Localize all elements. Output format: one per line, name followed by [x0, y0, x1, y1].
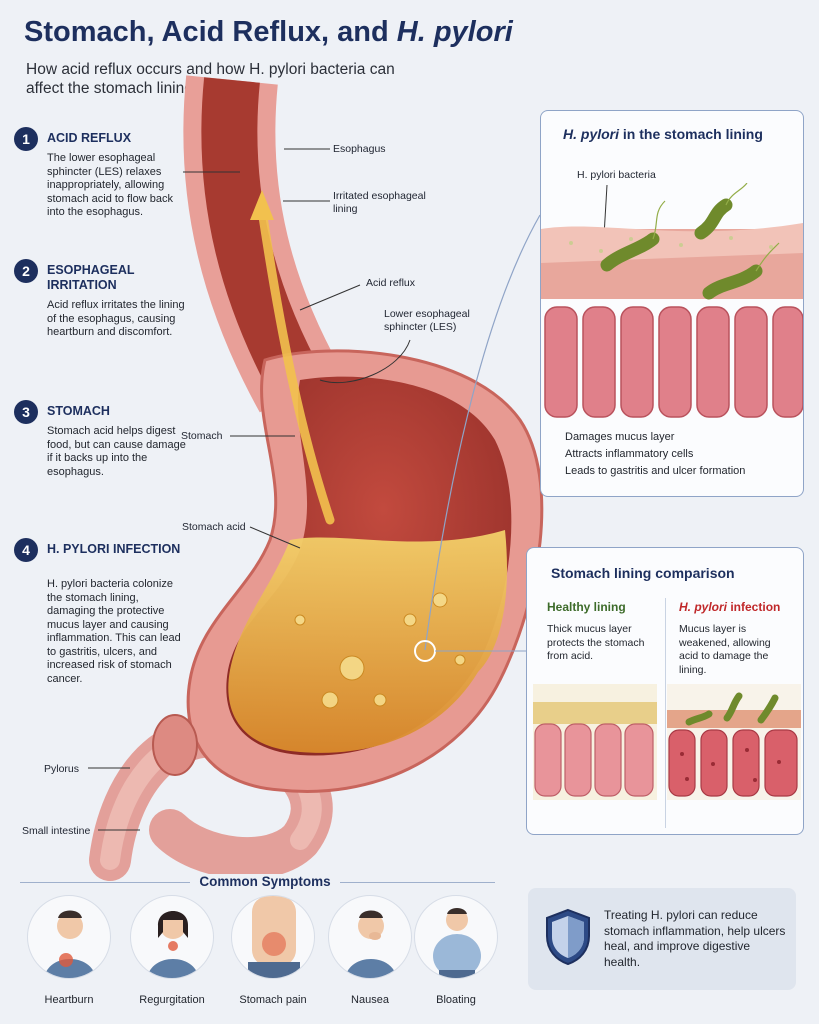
comparison-divider — [665, 598, 666, 828]
acid-reflux-arrow — [257, 205, 335, 525]
label-irritated-lining: Irritated esophageal lining — [333, 190, 426, 215]
symptom-stomach-pain: Stomach pain — [230, 895, 316, 1006]
effect-item: Leads to gastritis and ulcer formation — [565, 465, 746, 477]
step-body: Acid reflux irritates the lining of the … — [47, 299, 185, 338]
page-title: Stomach, Acid Reflux, and H. pylori — [24, 16, 513, 48]
label-stomach: Stomach — [181, 430, 223, 442]
acid-bubbles — [294, 592, 466, 709]
stomach-pain-icon — [231, 895, 315, 979]
acid-reflux-arrowhead — [250, 190, 274, 220]
page-subtitle: How acid reflux occurs and how H. pylori… — [26, 61, 395, 97]
label-acid-reflux: Acid reflux — [366, 277, 416, 289]
label-small-intestine: Small intestine — [22, 825, 91, 837]
label-pylorus: Pylorus — [44, 763, 80, 775]
h-pylori-effects-list: Damages mucus layer Attracts inflammator… — [565, 429, 745, 480]
step-heading: ACID REFLUX — [47, 131, 132, 145]
regurgitation-icon — [130, 895, 214, 979]
step-heading: ESOPHAGEAL IRRITATION — [47, 263, 135, 292]
infected-lining-illustration — [667, 684, 801, 800]
symptom-bloating: Bloating — [413, 895, 499, 1006]
symptoms-title: Common Symptoms — [190, 874, 340, 889]
infection-text: Mucus layer is weakened, allowing acid t… — [679, 623, 771, 676]
pylorus-shape — [152, 714, 198, 776]
step-body: Stomach acid helps digest food, but can … — [47, 425, 186, 478]
stomach-acid-pool — [228, 530, 507, 753]
healthy-lining-text: Thick mucus layer protects the stomach f… — [547, 623, 645, 662]
symptom-nausea: Nausea — [327, 895, 413, 1006]
symptom-label: Heartburn — [44, 994, 94, 1006]
label-esophagus: Esophagus — [333, 143, 386, 155]
step-number: 2 — [14, 259, 38, 283]
label-leader-lines — [88, 148, 411, 831]
infection-heading: H. pylori infection — [679, 600, 781, 614]
label-les: Lower esophageal sphincter (LES) — [384, 308, 470, 333]
symptom-label: Nausea — [351, 994, 389, 1006]
symptom-label: Bloating — [436, 994, 476, 1006]
step-heading: STOMACH — [47, 404, 110, 418]
lining-comparison-panel: Stomach lining comparison Healthy lining… — [526, 547, 804, 835]
effect-item: Attracts inflammatory cells — [565, 448, 694, 460]
shield-icon — [546, 908, 590, 966]
label-h-pylori-bacteria: H. pylori bacteria — [577, 169, 656, 181]
effect-item: Damages mucus layer — [565, 431, 675, 443]
h-pylori-lining-illustration — [541, 183, 803, 418]
esophagus-shape — [183, 75, 341, 413]
h-pylori-panel-title: H. pylori in the stomach lining — [563, 126, 763, 142]
bloating-icon — [414, 895, 498, 979]
h-pylori-lining-panel: H. pylori in the stomach lining H. pylor… — [540, 110, 804, 497]
step-number: 3 — [14, 400, 38, 424]
symptom-regurgitation: Regurgitation — [129, 895, 215, 1006]
symptom-heartburn: Heartburn — [26, 895, 112, 1006]
label-stomach-acid: Stomach acid — [182, 521, 246, 533]
healthy-lining-illustration — [533, 684, 657, 800]
heartburn-icon — [27, 895, 111, 979]
panel-connector-line — [424, 214, 541, 651]
step-heading: H. PYLORI INFECTION — [47, 542, 181, 556]
treatment-callout: Treating H. pylori can reduce stomach in… — [528, 888, 796, 990]
step-number: 4 — [14, 538, 38, 562]
treatment-callout-text: Treating H. pylori can reduce stomach in… — [604, 908, 786, 969]
step-body: H. pylori bacteria colonize the stomach … — [47, 578, 181, 685]
step-number: 1 — [14, 127, 38, 151]
nausea-icon — [328, 895, 412, 979]
symptom-label: Regurgitation — [139, 994, 205, 1006]
step-body: The lower esophageal sphincter (LES) rel… — [47, 152, 173, 218]
healthy-lining-heading: Healthy lining — [547, 600, 626, 614]
symptom-label: Stomach pain — [239, 994, 307, 1006]
comparison-panel-title: Stomach lining comparison — [551, 565, 735, 581]
